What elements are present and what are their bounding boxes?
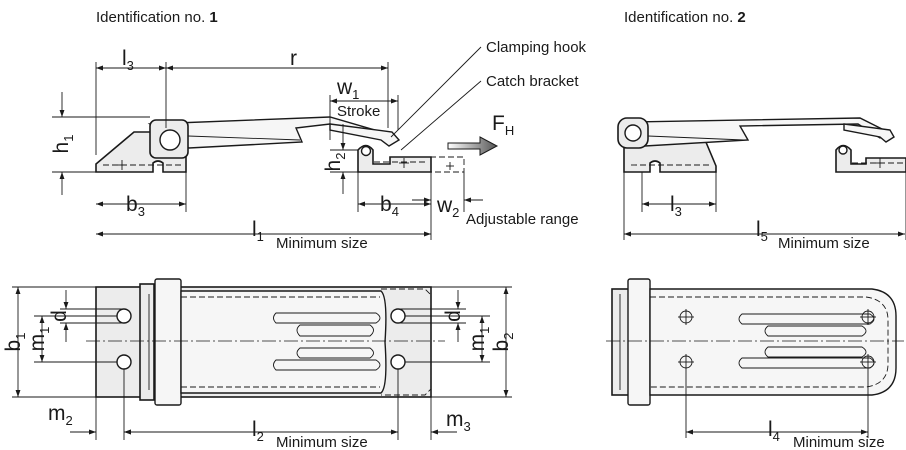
dimension-b1-m1-d-left bbox=[12, 286, 124, 398]
dim-h2: h2 bbox=[322, 153, 348, 172]
dimension-d-m1-b2-right bbox=[398, 286, 512, 398]
dim-m1-right: m1 bbox=[466, 327, 492, 352]
dim-m1-left: m1 bbox=[26, 327, 52, 352]
dim-d-right: d bbox=[442, 310, 465, 322]
dim-l5: l5 bbox=[756, 218, 768, 244]
side-view-1 bbox=[95, 116, 465, 173]
dimension-l3-r bbox=[95, 62, 389, 155]
dimension-l3-view2 bbox=[641, 172, 717, 212]
dimension-h1 bbox=[52, 92, 150, 195]
leader-clamping-hook bbox=[390, 46, 482, 138]
dim-d-left: d bbox=[48, 310, 71, 322]
label-catch-bracket: Catch bracket bbox=[486, 73, 579, 90]
dim-l1: l1 bbox=[252, 218, 264, 244]
label-minimum-size-l1: Minimum size bbox=[276, 235, 368, 252]
side-view-2 bbox=[617, 117, 906, 173]
dim-b2: b2 bbox=[490, 333, 516, 352]
force-label: FH bbox=[492, 112, 514, 138]
plan-view-1 bbox=[86, 278, 445, 406]
label-minimum-size-l5: Minimum size bbox=[778, 235, 870, 252]
dimension-l5 bbox=[623, 172, 906, 240]
dimension-w2 bbox=[412, 172, 483, 212]
label-minimum-size-l2: Minimum size bbox=[276, 434, 368, 450]
heading-identification-1: Identification no. 1 bbox=[96, 9, 218, 26]
plan-view-2 bbox=[606, 278, 904, 406]
dim-b3: b3 bbox=[126, 193, 145, 219]
dim-m3: m3 bbox=[446, 408, 471, 434]
dim-m2: m2 bbox=[48, 402, 73, 428]
heading-identification-2: Identification no. 2 bbox=[624, 9, 746, 26]
dim-b4: b4 bbox=[380, 193, 399, 219]
dim-l2: l2 bbox=[252, 418, 264, 444]
dimension-w1 bbox=[329, 95, 399, 140]
label-minimum-size-l4: Minimum size bbox=[793, 434, 885, 450]
dimension-l1 bbox=[96, 212, 432, 240]
dim-l3-top: l3 bbox=[122, 47, 134, 73]
label-adjustable-range: Adjustable range bbox=[466, 211, 579, 228]
dim-w1: w1 bbox=[336, 76, 359, 102]
force-arrow: FH bbox=[447, 112, 514, 156]
dim-h1: h1 bbox=[50, 135, 76, 154]
dimension-h2 bbox=[330, 124, 358, 194]
dimension-m2-l2-m3 bbox=[70, 369, 457, 440]
dim-l3-view2: l3 bbox=[670, 193, 682, 219]
dim-w2: w2 bbox=[436, 194, 459, 220]
label-clamping-hook: Clamping hook bbox=[486, 39, 587, 56]
dimension-l4 bbox=[685, 370, 869, 438]
label-stroke: Stroke bbox=[337, 103, 380, 120]
dimension-b3-b4 bbox=[96, 172, 432, 212]
dim-r: r bbox=[290, 47, 297, 70]
dim-l4: l4 bbox=[768, 418, 780, 444]
leader-catch-bracket bbox=[400, 80, 482, 151]
dim-b1: b1 bbox=[2, 333, 28, 352]
